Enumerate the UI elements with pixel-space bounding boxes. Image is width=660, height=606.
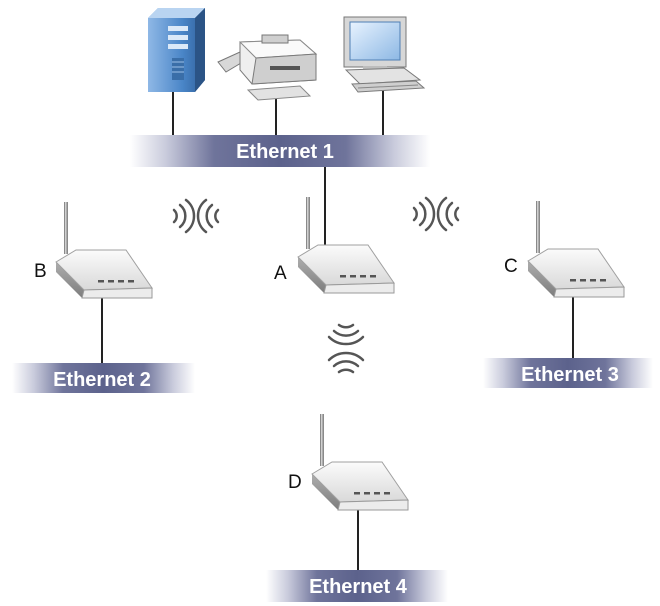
access-point-d-label: D (288, 472, 302, 493)
ethernet-1-label: Ethernet 1 (236, 141, 334, 163)
access-point-b-icon (55, 201, 153, 299)
wireless-signal-ac-icon (412, 196, 460, 232)
access-point-b-label: B (34, 261, 47, 282)
ethernet-4-segment: Ethernet 4 (266, 570, 448, 602)
ethernet-4-label: Ethernet 4 (309, 576, 408, 598)
ethernet-3-label: Ethernet 3 (521, 364, 619, 386)
desktop-computer-icon (343, 16, 426, 93)
server-tower-icon (148, 8, 205, 92)
access-point-d-icon (311, 413, 409, 511)
ethernet-1-segment: Ethernet 1 (130, 135, 430, 167)
access-point-c-icon (527, 200, 625, 298)
wireless-signal-ab-icon (172, 198, 220, 234)
ethernet-2-segment: Ethernet 2 (12, 363, 195, 393)
ethernet-2-label: Ethernet 2 (53, 369, 151, 391)
wireless-signal-ad-icon (327, 323, 365, 374)
printer-icon (217, 34, 318, 101)
access-point-a-label: A (274, 263, 287, 284)
access-point-c-label: C (504, 256, 518, 277)
ethernet-3-segment: Ethernet 3 (483, 358, 653, 388)
access-point-a-icon (297, 196, 395, 294)
